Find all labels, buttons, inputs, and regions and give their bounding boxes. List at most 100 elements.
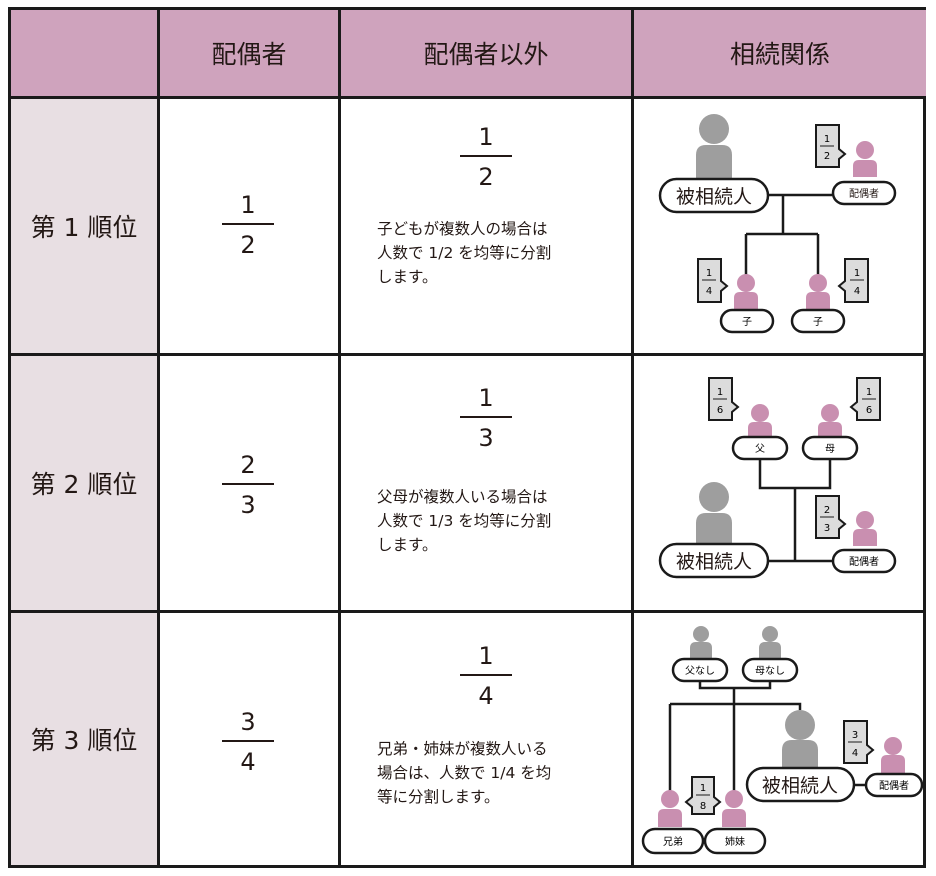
sister-person-icon [722, 790, 746, 827]
rank-1-cell: 第 1 順位 [11, 99, 157, 353]
callout-numerator: 1 [854, 268, 860, 279]
callout-numerator: 1 [706, 268, 712, 279]
header-relationship: 相続関係 [634, 10, 926, 96]
child-1-person-icon [734, 274, 758, 309]
spouse-pill [831, 180, 897, 206]
grid-line [157, 10, 160, 865]
decedent-pill [745, 766, 856, 803]
denominator: 2 [478, 163, 494, 191]
mother-absent-pill [741, 657, 799, 683]
share-callout: 1 4 [697, 258, 729, 303]
decedent-person-icon [782, 710, 818, 771]
header-corner-cell [11, 10, 157, 96]
decedent-label: 被相続人 [676, 551, 752, 573]
child-1-pill [719, 308, 775, 334]
brother-pill [641, 827, 705, 855]
child-2-label: 子 [813, 316, 823, 328]
callout-numerator: 1 [824, 134, 830, 145]
grid-line [338, 10, 341, 865]
mother-absent-person-icon [759, 626, 781, 658]
decedent-person-icon [696, 482, 732, 548]
denominator: 4 [478, 682, 494, 710]
denominator: 2 [240, 231, 256, 259]
share-callout: 1 2 [815, 124, 847, 168]
share-callout: 1 6 [849, 377, 881, 421]
fraction-bar [460, 155, 512, 157]
fraction-bar [460, 674, 512, 676]
father-absent-label: 父なし [685, 665, 715, 677]
father-person-icon [748, 404, 772, 438]
brother-person-icon [658, 790, 682, 827]
numerator: 1 [478, 384, 494, 412]
callout-denominator: 4 [854, 286, 860, 297]
callout-denominator: 4 [706, 286, 712, 297]
spouse-person-icon [881, 737, 905, 773]
spouse-label: 配偶者 [879, 779, 909, 792]
callout-denominator: 4 [852, 748, 858, 759]
numerator: 1 [478, 123, 494, 151]
fraction-bar [222, 740, 274, 742]
sister-pill [703, 827, 767, 855]
callout-denominator: 8 [700, 801, 706, 812]
callout-numerator: 1 [717, 387, 723, 398]
spouse-label: 配偶者 [849, 555, 879, 568]
spouse-pill [864, 772, 924, 798]
spouse-pill [831, 548, 897, 574]
note-rank-2: 父母が複数人いる場合は 人数で 1/3 を均等に分割 します。 [377, 488, 552, 554]
callout-denominator: 3 [824, 523, 830, 534]
callout-denominator: 6 [717, 405, 723, 416]
relationship-diagram-rank-2: 父 1 6 母 1 6 被相続人 配偶者 [658, 377, 897, 579]
mother-absent-label: 母なし [755, 665, 785, 677]
father-absent-person-icon [690, 626, 712, 658]
denominator: 4 [240, 748, 256, 776]
header-spouse: 配偶者 [160, 10, 338, 96]
numerator: 3 [240, 708, 256, 736]
spouse-person-icon [853, 511, 877, 546]
denominator: 3 [478, 424, 494, 452]
rank-2-cell: 第 2 順位 [11, 356, 157, 610]
callout-numerator: 1 [866, 387, 872, 398]
decedent-label: 被相続人 [762, 775, 838, 797]
grid-line [631, 10, 634, 865]
fraction-bar [460, 416, 512, 418]
mother-person-icon [818, 404, 842, 438]
father-pill [731, 435, 789, 461]
rank-3-cell: 第 3 順位 [11, 613, 157, 865]
share-callout: 3 4 [843, 720, 875, 764]
numerator: 1 [240, 191, 256, 219]
sister-label: 姉妹 [725, 835, 745, 848]
decedent-pill [658, 542, 770, 579]
numerator: 2 [240, 451, 256, 479]
fraction-bar [222, 483, 274, 485]
mother-label: 母 [825, 443, 835, 455]
grid-line [11, 610, 923, 613]
note-rank-1: 子どもが複数人の場合は 人数で 1/2 を均等に分割 します。 [377, 220, 552, 286]
father-absent-pill [671, 657, 729, 683]
relationship-diagram-rank-1: 被相続人 配偶者 1 2 子 1 4 子 [658, 114, 897, 334]
share-callout: 2 3 [815, 495, 847, 539]
callout-numerator: 2 [824, 505, 830, 516]
decedent-person-icon [696, 114, 732, 181]
decedent-label: 被相続人 [676, 186, 752, 208]
numerator: 1 [478, 642, 494, 670]
brother-label: 兄弟 [663, 836, 683, 848]
mother-pill [801, 435, 859, 461]
child-2-person-icon [806, 274, 830, 309]
father-label: 父 [755, 443, 765, 455]
child-2-pill [790, 308, 846, 334]
spouse-person-icon [853, 141, 877, 177]
header-others: 配偶者以外 [341, 10, 631, 96]
callout-numerator: 3 [852, 730, 858, 741]
share-callout: 1 6 [708, 377, 740, 421]
spouse-label: 配偶者 [849, 187, 879, 200]
share-callout: 1 8 [684, 776, 722, 815]
grid-line [11, 96, 923, 99]
note-rank-3: 兄弟・姉妹が複数人いる 場合は、人数で 1/4 を均 等に分割します。 [377, 740, 552, 806]
